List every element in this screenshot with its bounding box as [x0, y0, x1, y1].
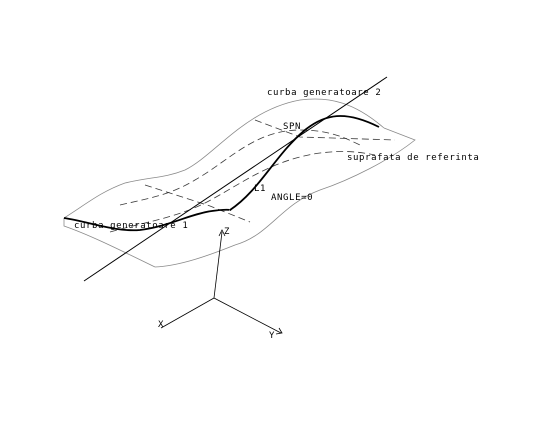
generator-curve-2 — [229, 115, 380, 211]
axis-z — [213, 231, 223, 299]
axis-z-label: Z — [224, 227, 230, 237]
label-spn: SPN — [283, 122, 301, 132]
axis-z-arrow-icon — [218, 229, 226, 237]
surface-dashed-curve-1 — [119, 129, 361, 206]
label-curve-2: curba generatoare 2 — [267, 88, 381, 98]
reference-surface-left-edge — [63, 218, 156, 268]
axis-y-label: Y — [269, 331, 275, 341]
surface-dashed-curve-4 — [254, 119, 396, 141]
line-l1 — [83, 76, 388, 282]
label-l1: L1 — [254, 184, 266, 194]
surface-dashed-curve-2 — [109, 151, 376, 233]
label-angle: ANGLE=0 — [271, 193, 313, 203]
reference-surface-far-edge — [63, 98, 385, 219]
reference-surface-right-edge — [154, 127, 416, 268]
label-reference-surface: suprafata de referinta — [347, 153, 479, 163]
axis-y — [213, 297, 282, 334]
surface-dashed-curve-3 — [144, 184, 251, 223]
axis-y-arrow-icon — [275, 327, 283, 335]
axis-x — [160, 297, 215, 329]
axis-x-label: X — [158, 320, 164, 330]
generator-curve-1 — [63, 208, 232, 232]
label-curve-1: curba generatoare 1 — [74, 221, 188, 231]
